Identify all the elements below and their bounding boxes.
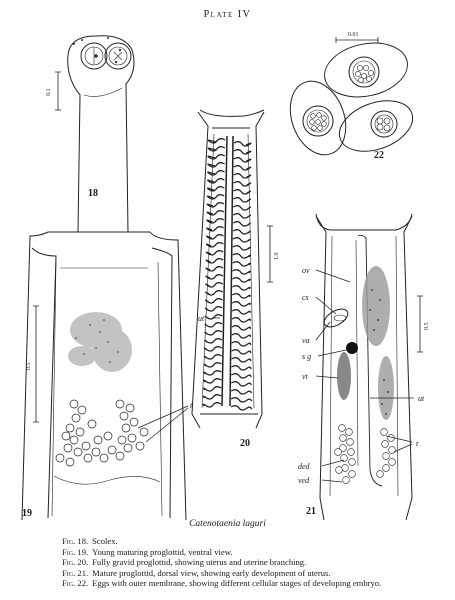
caption-fig-18: Fig. 18.Scolex. bbox=[62, 536, 381, 547]
fig21-label-ut: ut bbox=[418, 394, 425, 403]
fig21-label-ov: ov bbox=[302, 266, 310, 275]
fig19-number: 19 bbox=[22, 508, 32, 519]
plate-title: Plate IV bbox=[203, 9, 252, 20]
fig19-scale-label: 0.5 bbox=[26, 363, 32, 371]
fig22-number: 22 bbox=[374, 150, 384, 161]
caption-fig-19: Fig. 19.Young maturing proglottid, ventr… bbox=[62, 547, 381, 558]
caption-fig-22: Fig. 22.Eggs with outer membrane, showin… bbox=[62, 578, 381, 589]
fig21-label-t: t bbox=[416, 439, 419, 448]
fig18-number: 18 bbox=[88, 188, 98, 199]
caption-fig-label: Fig. 19. bbox=[62, 546, 89, 557]
figure-captions: Fig. 18.Scolex. Fig. 19.Young maturing p… bbox=[62, 536, 381, 589]
caption-fig-label: Fig. 20. bbox=[62, 557, 89, 568]
fig21-label-ved: ved bbox=[298, 476, 310, 485]
species-name: Catenotaenia laguri bbox=[189, 519, 266, 529]
fig21-scale-label: 0.5 bbox=[424, 323, 430, 331]
fig21-label-sg: s g bbox=[302, 352, 311, 361]
caption-text: Eggs with outer membrane, showing differ… bbox=[92, 578, 382, 589]
caption-fig-label: Fig. 18. bbox=[62, 536, 89, 546]
caption-text: Young maturing proglottid, ventral view. bbox=[92, 546, 233, 557]
fig21-label-cs: cs bbox=[302, 293, 309, 302]
fig21-label-vt: vt bbox=[302, 372, 309, 381]
fig18-scale-label: 0.1 bbox=[46, 89, 52, 97]
caption-text: Fully gravid proglottid, showing uterus … bbox=[92, 557, 307, 568]
fig21-label-va: va bbox=[302, 336, 310, 345]
fig20-label-ut: ut bbox=[198, 314, 205, 323]
fig22-scale-label: 0.01 bbox=[348, 32, 359, 38]
caption-text: Mature proglottid, dorsal view, showing … bbox=[92, 567, 331, 578]
caption-fig-label: Fig. 22. bbox=[62, 578, 89, 589]
caption-fig-21: Fig. 21.Mature proglottid, dorsal view, … bbox=[62, 568, 381, 579]
caption-fig-label: Fig. 21. bbox=[62, 567, 89, 578]
fig21-number: 21 bbox=[306, 506, 316, 517]
fig21-label-ded: ded bbox=[298, 462, 311, 471]
fig20-number: 20 bbox=[240, 438, 250, 449]
fig19-label-t: t bbox=[190, 401, 193, 410]
fig20-uterine-branches bbox=[202, 138, 253, 411]
caption-fig-20: Fig. 20.Fully gravid proglottid, showing… bbox=[62, 557, 381, 568]
fig20-scale-label: 1.0 bbox=[274, 253, 280, 261]
caption-text: Scolex. bbox=[92, 536, 118, 546]
